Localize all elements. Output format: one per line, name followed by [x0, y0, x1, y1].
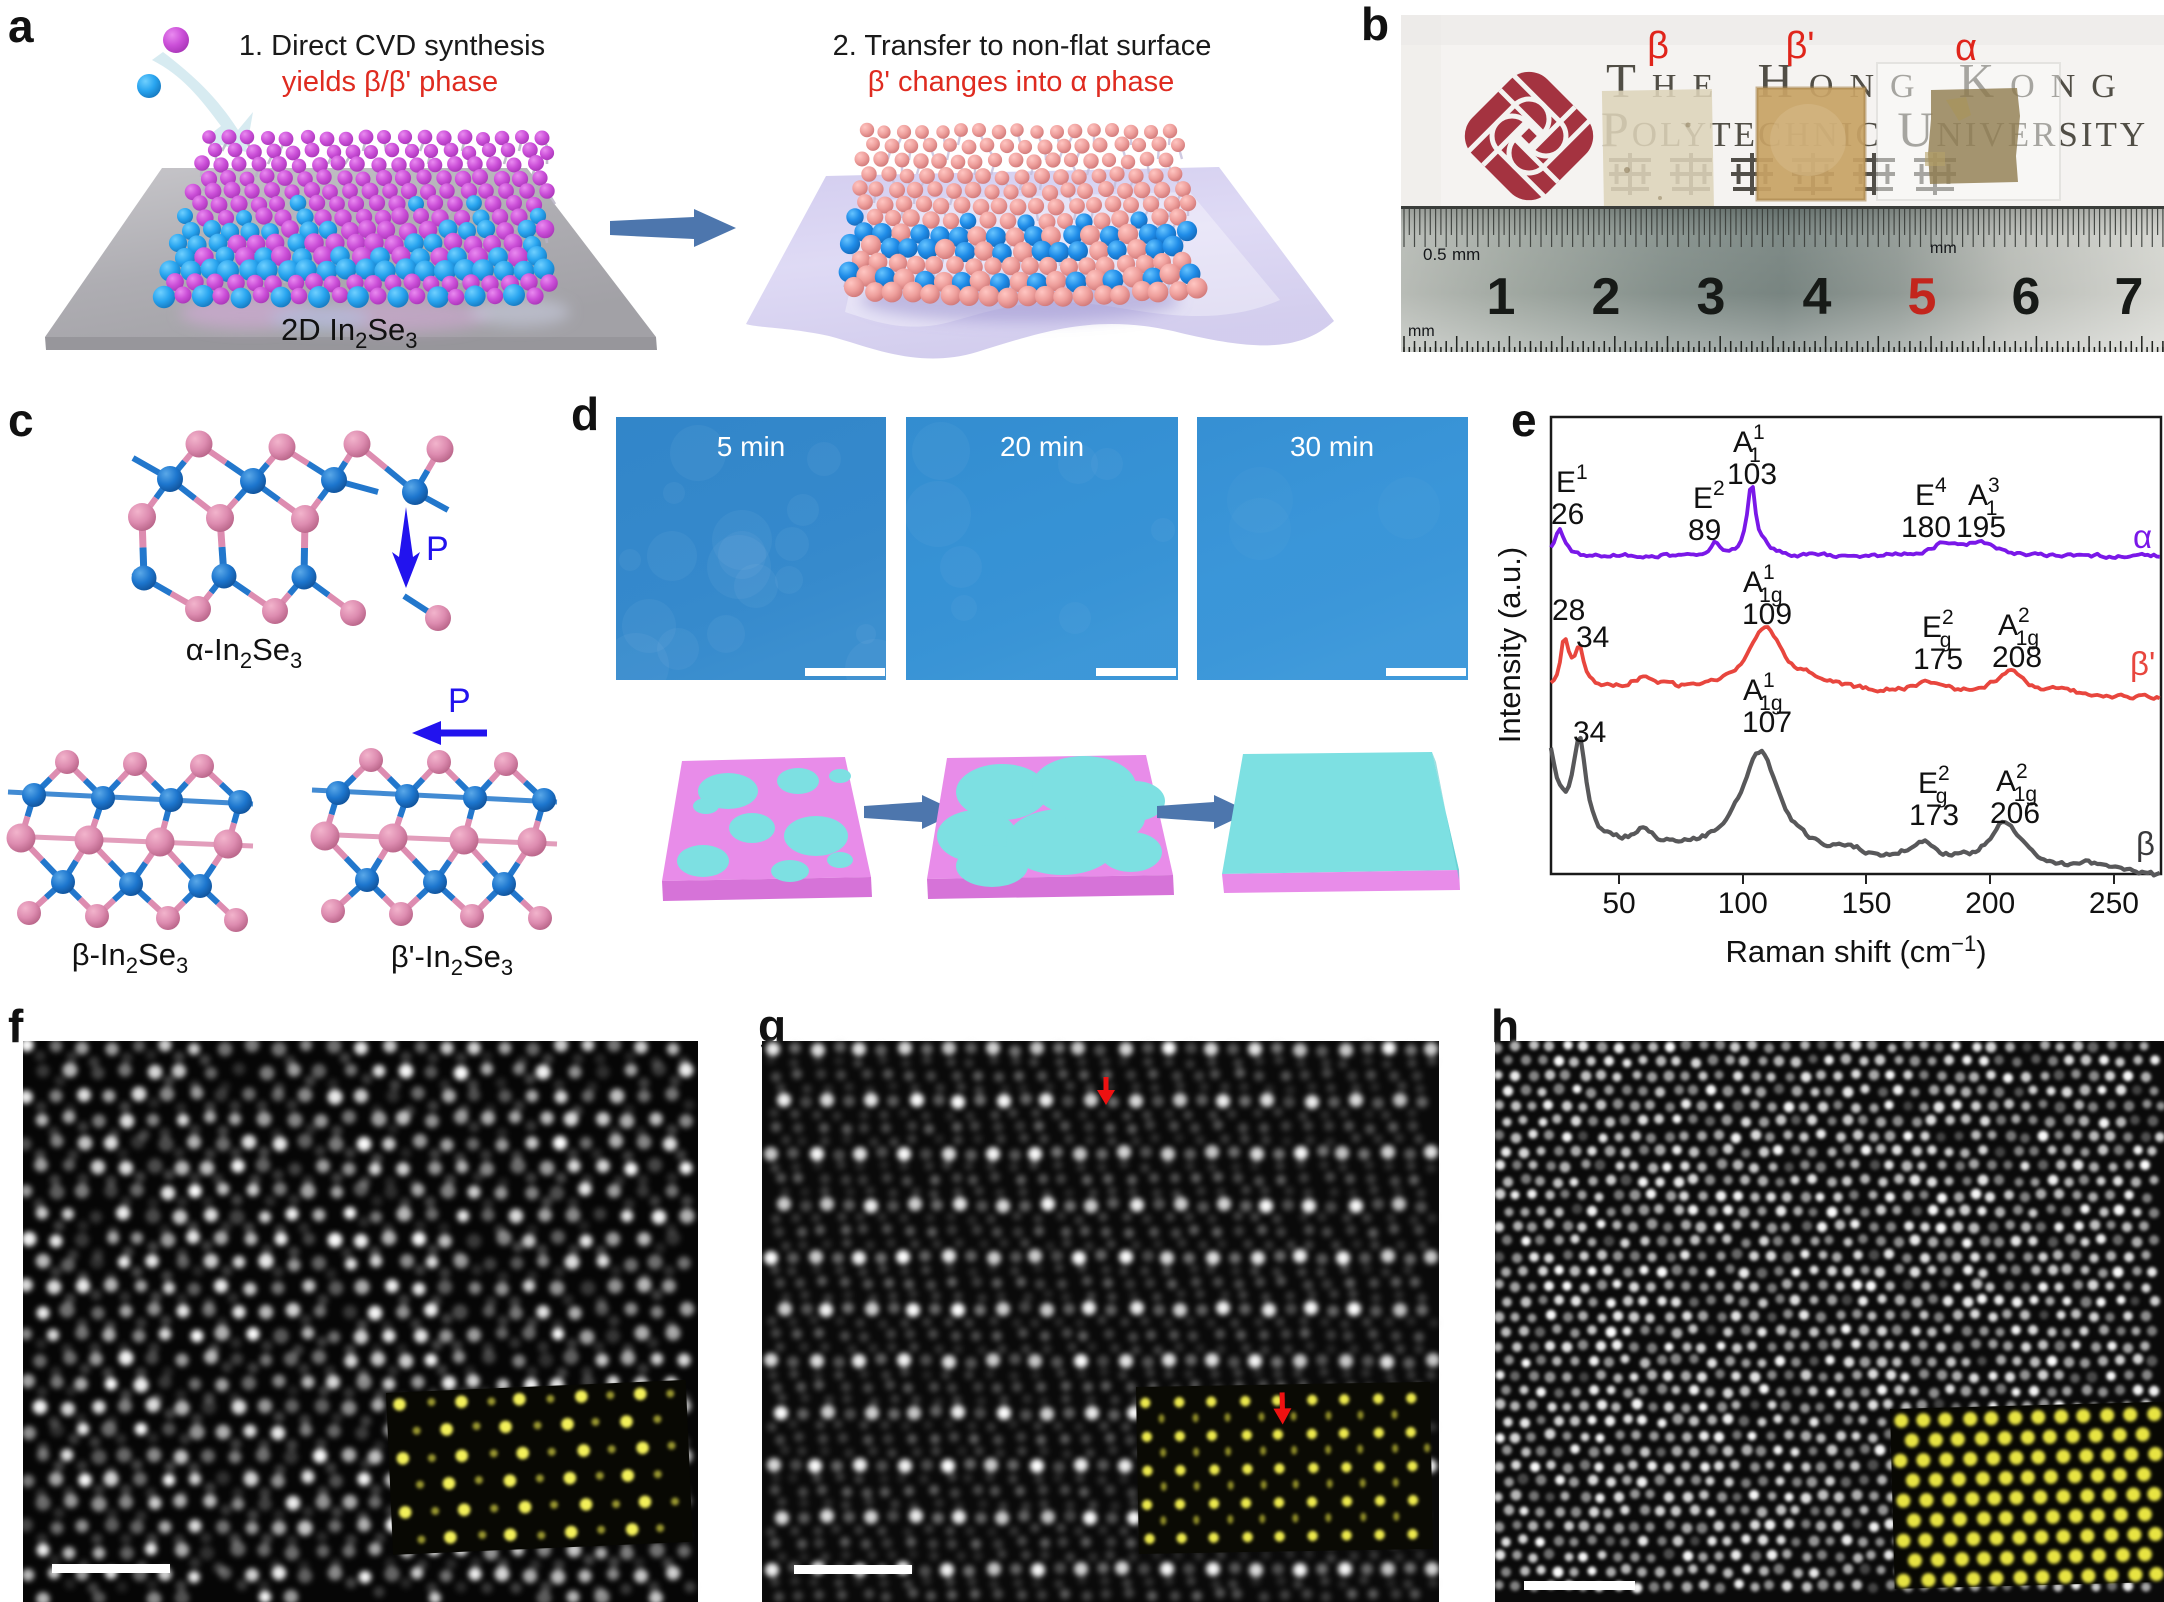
svg-text:1: 1: [1487, 268, 1516, 326]
svg-text:34: 34: [1576, 621, 1609, 654]
svg-text:b: b: [1361, 0, 1389, 50]
svg-text:e: e: [1511, 394, 1537, 446]
svg-text:3: 3: [1697, 268, 1726, 326]
svg-text:20 min: 20 min: [1000, 431, 1084, 462]
svg-text:0.5: 0.5: [1423, 245, 1447, 264]
svg-text:89: 89: [1688, 514, 1721, 547]
svg-text:mm: mm: [1408, 323, 1435, 340]
svg-text:100: 100: [1718, 887, 1768, 920]
svg-text:7: 7: [2115, 268, 2144, 326]
svg-text:109: 109: [1742, 598, 1792, 631]
svg-text:β': β': [1785, 25, 1814, 67]
svg-text:30 min: 30 min: [1290, 431, 1374, 462]
svg-text:mm: mm: [1452, 245, 1480, 264]
svg-text:β' changes into α phase: β' changes into α phase: [868, 66, 1175, 98]
svg-text:173: 173: [1909, 799, 1959, 832]
svg-text:5 min: 5 min: [717, 431, 785, 462]
svg-text:107: 107: [1742, 706, 1792, 739]
svg-text:4: 4: [1803, 268, 1832, 326]
svg-text:f: f: [8, 1000, 24, 1052]
svg-text:α: α: [1955, 27, 1977, 69]
svg-text:26: 26: [1551, 498, 1584, 531]
svg-text:Raman shift (cm−1): Raman shift (cm−1): [1725, 931, 1986, 969]
svg-text:5: 5: [1908, 268, 1937, 326]
svg-text:mm: mm: [1930, 240, 1957, 257]
svg-text:208: 208: [1992, 641, 2042, 674]
svg-text:c: c: [8, 394, 34, 446]
svg-text:50: 50: [1602, 887, 1635, 920]
svg-text:α: α: [2133, 518, 2152, 555]
svg-text:250: 250: [2089, 887, 2139, 920]
svg-text:yields β/β' phase: yields β/β' phase: [282, 66, 498, 98]
svg-text:195: 195: [1956, 511, 2006, 544]
svg-text:34: 34: [1573, 716, 1606, 749]
svg-text:2D In2Se3: 2D In2Se3: [281, 312, 418, 353]
svg-text:Intensity (a.u.): Intensity (a.u.): [1492, 547, 1527, 743]
svg-text:103: 103: [1727, 458, 1777, 491]
svg-text:β: β: [2136, 825, 2155, 862]
svg-text:β: β: [1647, 25, 1669, 67]
svg-text:206: 206: [1990, 797, 2040, 830]
svg-text:P: P: [448, 682, 471, 720]
svg-text:d: d: [571, 388, 599, 440]
svg-text:β': β': [2130, 645, 2155, 682]
svg-text:a: a: [8, 0, 34, 52]
svg-text:1. Direct CVD synthesis: 1. Direct CVD synthesis: [239, 30, 545, 62]
svg-text:150: 150: [1841, 887, 1891, 920]
svg-text:175: 175: [1913, 643, 1963, 676]
svg-text:6: 6: [2012, 268, 2041, 326]
svg-text:180: 180: [1901, 511, 1951, 544]
svg-text:2. Transfer to non-flat surfac: 2. Transfer to non-flat surface: [833, 30, 1212, 62]
svg-text:P: P: [426, 530, 449, 568]
svg-text:2: 2: [1592, 268, 1621, 326]
svg-text:200: 200: [1965, 887, 2015, 920]
svg-text:28: 28: [1552, 594, 1585, 627]
